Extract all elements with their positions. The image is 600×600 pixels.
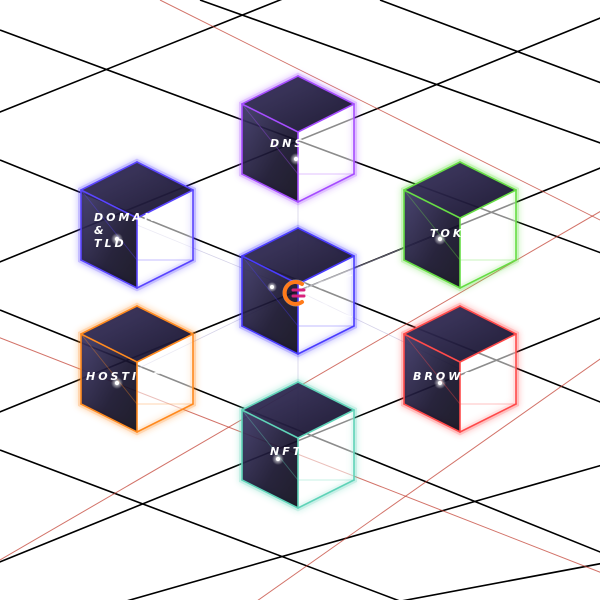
cube-node: NFT bbox=[239, 378, 357, 512]
cube-label-line: TOKEN bbox=[430, 227, 487, 240]
cube-label: DNS bbox=[270, 137, 305, 150]
grid-accent-line bbox=[257, 358, 600, 600]
cube-label: BROWSER bbox=[413, 370, 496, 383]
network-logo-icon bbox=[282, 279, 310, 307]
grid-accent-line bbox=[159, 0, 600, 221]
grid-line bbox=[199, 0, 600, 144]
cube-node: TOKEN bbox=[401, 158, 519, 292]
cube-label-line: & bbox=[94, 224, 107, 237]
cube-label-line: HOSTING bbox=[86, 370, 163, 383]
cube-nodes: DNS TOKEN BROWSER NFT HOSTING DOMAIN&TLD bbox=[78, 72, 519, 512]
center-cube bbox=[239, 224, 357, 358]
cube-label: NFT bbox=[270, 445, 303, 458]
cube-node: BROWSER bbox=[401, 302, 519, 436]
grid-line bbox=[402, 562, 600, 600]
cube-label-line: DOMAIN bbox=[94, 211, 163, 224]
cube-label: DOMAIN&TLD bbox=[94, 211, 163, 250]
cube-node: DOMAIN&TLD bbox=[78, 158, 196, 292]
grid-line bbox=[0, 449, 400, 600]
cube-node: DNS bbox=[239, 72, 357, 206]
cube-label: TOKEN bbox=[430, 227, 487, 240]
cube-label: HOSTING bbox=[86, 370, 163, 383]
grid-line bbox=[0, 0, 283, 113]
cube-label-line: DNS bbox=[270, 137, 305, 150]
grid-line bbox=[379, 0, 600, 84]
cube-node: HOSTING bbox=[78, 302, 196, 436]
cube-label-line: TLD bbox=[94, 237, 127, 250]
grid-line bbox=[127, 464, 600, 600]
cube-label-line: NFT bbox=[270, 445, 303, 458]
cube-label-line: BROWSER bbox=[413, 370, 496, 383]
